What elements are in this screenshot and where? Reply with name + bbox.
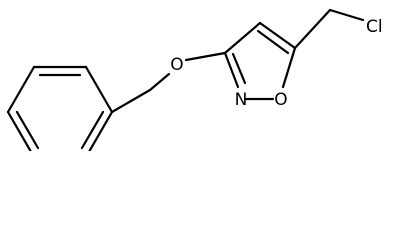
benzene-ring: [6, 65, 114, 151]
ring-bond-n-c3: [223, 51, 240, 89]
molecule-diagram: O N O Cl: [6, 8, 383, 151]
ring-double-bond-c4-c5: [256, 29, 290, 55]
benzene-bond: [84, 65, 114, 114]
chlorine-label: Cl: [366, 17, 383, 37]
o-isoxazole-bond: [184, 51, 227, 62]
benzene-double-bond: [80, 110, 105, 150]
benzene-bond: [88, 110, 114, 151]
ring-oxygen-label: O: [274, 90, 287, 110]
benzene-double-bond: [15, 110, 40, 150]
benzyl-ch2-o-bond: [148, 72, 171, 92]
ring-double-bond-n-c3: [231, 52, 247, 85]
isoxazole-ring: [223, 21, 297, 101]
benzene-bond: [6, 65, 36, 114]
ch2-cl-bond: [328, 8, 365, 22]
ring-bond-c5-o: [281, 46, 297, 89]
c5-ch2-bond: [293, 8, 332, 50]
ring-nitrogen-label: N: [235, 90, 248, 110]
benzyl-bond: [110, 88, 152, 114]
benzene-bond: [6, 110, 32, 151]
ring-bond-c3-c4: [223, 21, 262, 55]
ether-oxygen-label: O: [170, 55, 183, 75]
ring-bond-c4-c5: [258, 21, 297, 50]
